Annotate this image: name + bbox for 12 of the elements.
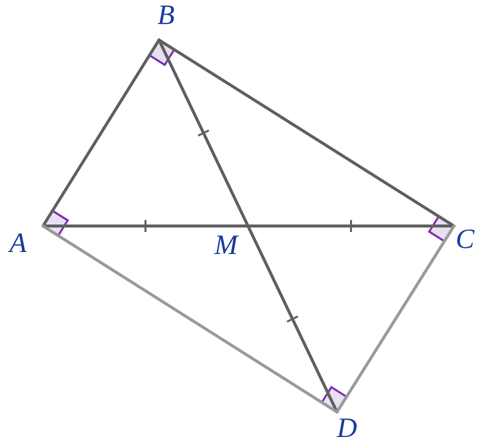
line-segment [246,224,456,228]
point-label: C [456,226,474,254]
point-label: M [214,232,238,260]
point-label: B [157,2,175,30]
line-segment [42,224,250,228]
line-segment [42,224,338,414]
point-label: D [336,415,358,443]
line-segment [158,38,456,228]
line-segment [42,38,160,228]
line-segment [336,224,456,414]
point-label: A [9,230,27,258]
line-segment [158,38,250,228]
